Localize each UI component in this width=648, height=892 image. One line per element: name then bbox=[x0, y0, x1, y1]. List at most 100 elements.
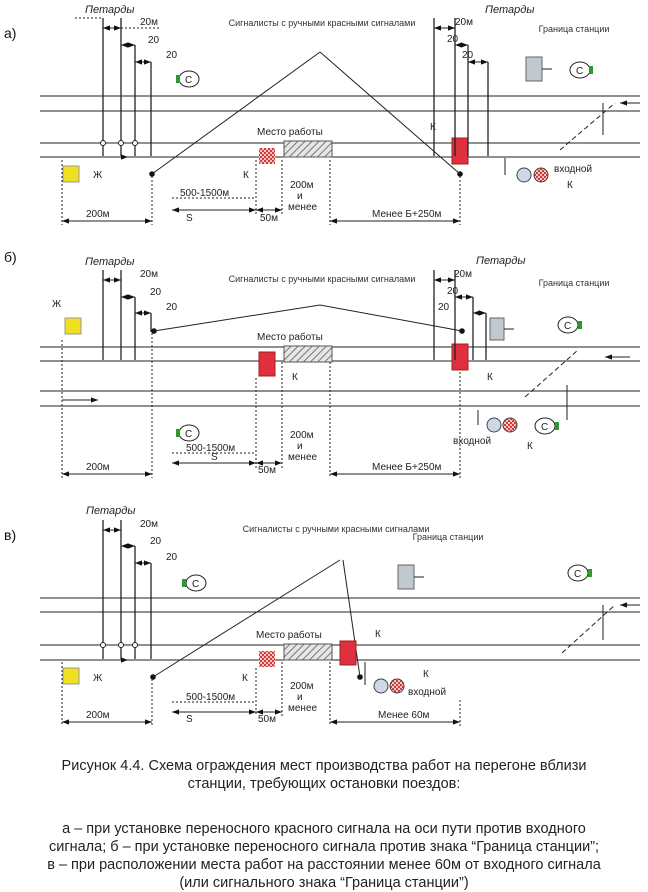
label-20m: 20м bbox=[455, 17, 473, 28]
caption-line: сигнала; б – при установке переносного с… bbox=[48, 839, 600, 855]
yellow-sign bbox=[62, 667, 80, 685]
label-200m: 200м bbox=[290, 681, 314, 692]
caption-line: а – при установке переносного красного с… bbox=[62, 821, 586, 837]
label-200m: 200м bbox=[290, 430, 314, 441]
diagram-canvas: а) Петарды 20м 20 20 Сигналисты с ручным… bbox=[4, 4, 640, 726]
label-signalmen: Сигналисты с ручными красными сигналами bbox=[243, 524, 430, 534]
border-sign bbox=[525, 56, 543, 82]
label-petardy-right: Петарды bbox=[476, 255, 525, 267]
label-20m: 20м bbox=[454, 269, 472, 280]
switch-line bbox=[524, 349, 579, 398]
entry-signal-lens bbox=[486, 417, 502, 433]
callout-line bbox=[153, 304, 463, 332]
portable-red-signal bbox=[451, 343, 469, 371]
label-border: Граница станции bbox=[413, 532, 484, 542]
label-200m-left: 200м bbox=[86, 462, 110, 473]
hand-signal-s: С bbox=[176, 424, 200, 442]
callout-line bbox=[319, 51, 461, 175]
section-c-letter: в) bbox=[4, 527, 16, 543]
hand-signal-s: С bbox=[176, 70, 200, 88]
portable-red-signal-hatched bbox=[259, 148, 275, 164]
label-500-1500: 500-1500м bbox=[180, 188, 229, 199]
label-and: и bbox=[297, 191, 303, 202]
section-a-letter: а) bbox=[4, 25, 16, 41]
label-border: Граница станции bbox=[539, 24, 610, 34]
section-a: а) Петарды 20м 20 20 Сигналисты с ручным… bbox=[4, 4, 640, 225]
label-20: 20 bbox=[438, 302, 450, 313]
callout-line bbox=[151, 51, 321, 175]
label-k: К bbox=[567, 180, 573, 191]
label-k: К bbox=[375, 629, 381, 640]
label-work-place: Место работы bbox=[256, 629, 322, 641]
entry-signal-lens bbox=[516, 167, 532, 183]
hand-signal-s: С bbox=[557, 316, 582, 334]
label-signalmen: Сигналисты с ручными красными сигналами bbox=[229, 274, 416, 284]
label-entry: входной bbox=[554, 164, 592, 175]
hand-signal-s: С bbox=[569, 61, 593, 79]
label-entry: входной bbox=[408, 687, 446, 698]
label-less-than: Менее Б+250м bbox=[372, 209, 442, 220]
label-500-1500: 500-1500м bbox=[186, 443, 235, 454]
label-border: Граница станции bbox=[539, 278, 610, 288]
svg-text:С: С bbox=[185, 75, 192, 86]
callout-line bbox=[342, 559, 361, 678]
caption-line: (или сигнального знака “Граница станции”… bbox=[179, 875, 469, 891]
hand-signal-s: С bbox=[182, 574, 207, 592]
label-k: К bbox=[242, 673, 248, 684]
petard-mark bbox=[100, 140, 106, 146]
label-20: 20 bbox=[148, 35, 160, 46]
svg-text:С: С bbox=[185, 429, 192, 440]
entry-signal-lens bbox=[502, 417, 518, 433]
label-k: К bbox=[487, 372, 493, 383]
label-work-place: Место работы bbox=[257, 126, 323, 138]
label-s: S bbox=[186, 213, 193, 224]
label-20: 20 bbox=[166, 552, 178, 563]
label-200m-left: 200м bbox=[86, 209, 110, 220]
label-and: и bbox=[297, 441, 303, 452]
label-s: S bbox=[211, 452, 218, 463]
svg-text:С: С bbox=[541, 422, 548, 433]
callout-line bbox=[152, 559, 341, 678]
portable-red-signal bbox=[258, 351, 276, 377]
label-work-place: Место работы bbox=[257, 331, 323, 343]
label-20: 20 bbox=[462, 50, 474, 61]
border-sign bbox=[489, 317, 505, 341]
entry-signal-lens bbox=[533, 167, 549, 183]
label-zh: Ж bbox=[52, 299, 62, 310]
label-zh: Ж bbox=[93, 170, 103, 181]
label-less: менее bbox=[288, 452, 318, 463]
petard-mark bbox=[132, 642, 138, 648]
label-200m: 200м bbox=[290, 180, 314, 191]
caption-line: станции, требующих остановки поездов: bbox=[187, 776, 461, 792]
switch-line bbox=[559, 102, 616, 151]
work-place-area bbox=[283, 140, 333, 158]
label-50m: 50м bbox=[258, 465, 276, 476]
label-20: 20 bbox=[166, 302, 178, 313]
hand-signal-s: С bbox=[567, 564, 592, 582]
label-less: менее bbox=[288, 202, 318, 213]
label-20: 20 bbox=[166, 50, 178, 61]
entry-signal-lens bbox=[373, 678, 389, 694]
label-less-than: Менее Б+250м bbox=[372, 462, 442, 473]
svg-text:С: С bbox=[564, 321, 571, 332]
label-20: 20 bbox=[150, 536, 162, 547]
label-50m: 50м bbox=[258, 714, 276, 725]
section-b-letter: б) bbox=[4, 249, 17, 265]
label-20m: 20м bbox=[140, 269, 158, 280]
label-petardy-left: Петарды bbox=[85, 4, 134, 16]
portable-red-signal-hatched bbox=[259, 651, 275, 667]
label-k: К bbox=[423, 669, 429, 680]
work-place-area bbox=[283, 345, 333, 363]
label-s: S bbox=[186, 714, 193, 725]
petard-mark bbox=[132, 140, 138, 146]
section-c: в) Петарды 20м 20 20 С Сигналисты с ручн… bbox=[4, 505, 640, 726]
border-sign bbox=[397, 564, 415, 590]
hand-signal-s: С bbox=[534, 417, 559, 435]
figure-caption-body: а – при установке переносного красного с… bbox=[0, 820, 648, 892]
label-20: 20 bbox=[447, 34, 459, 45]
label-zh: Ж bbox=[93, 673, 103, 684]
work-place-area bbox=[283, 643, 333, 661]
caption-line: в – при расположении места работ на расс… bbox=[47, 857, 601, 873]
label-20: 20 bbox=[150, 287, 162, 298]
label-50m: 50м bbox=[260, 213, 278, 224]
